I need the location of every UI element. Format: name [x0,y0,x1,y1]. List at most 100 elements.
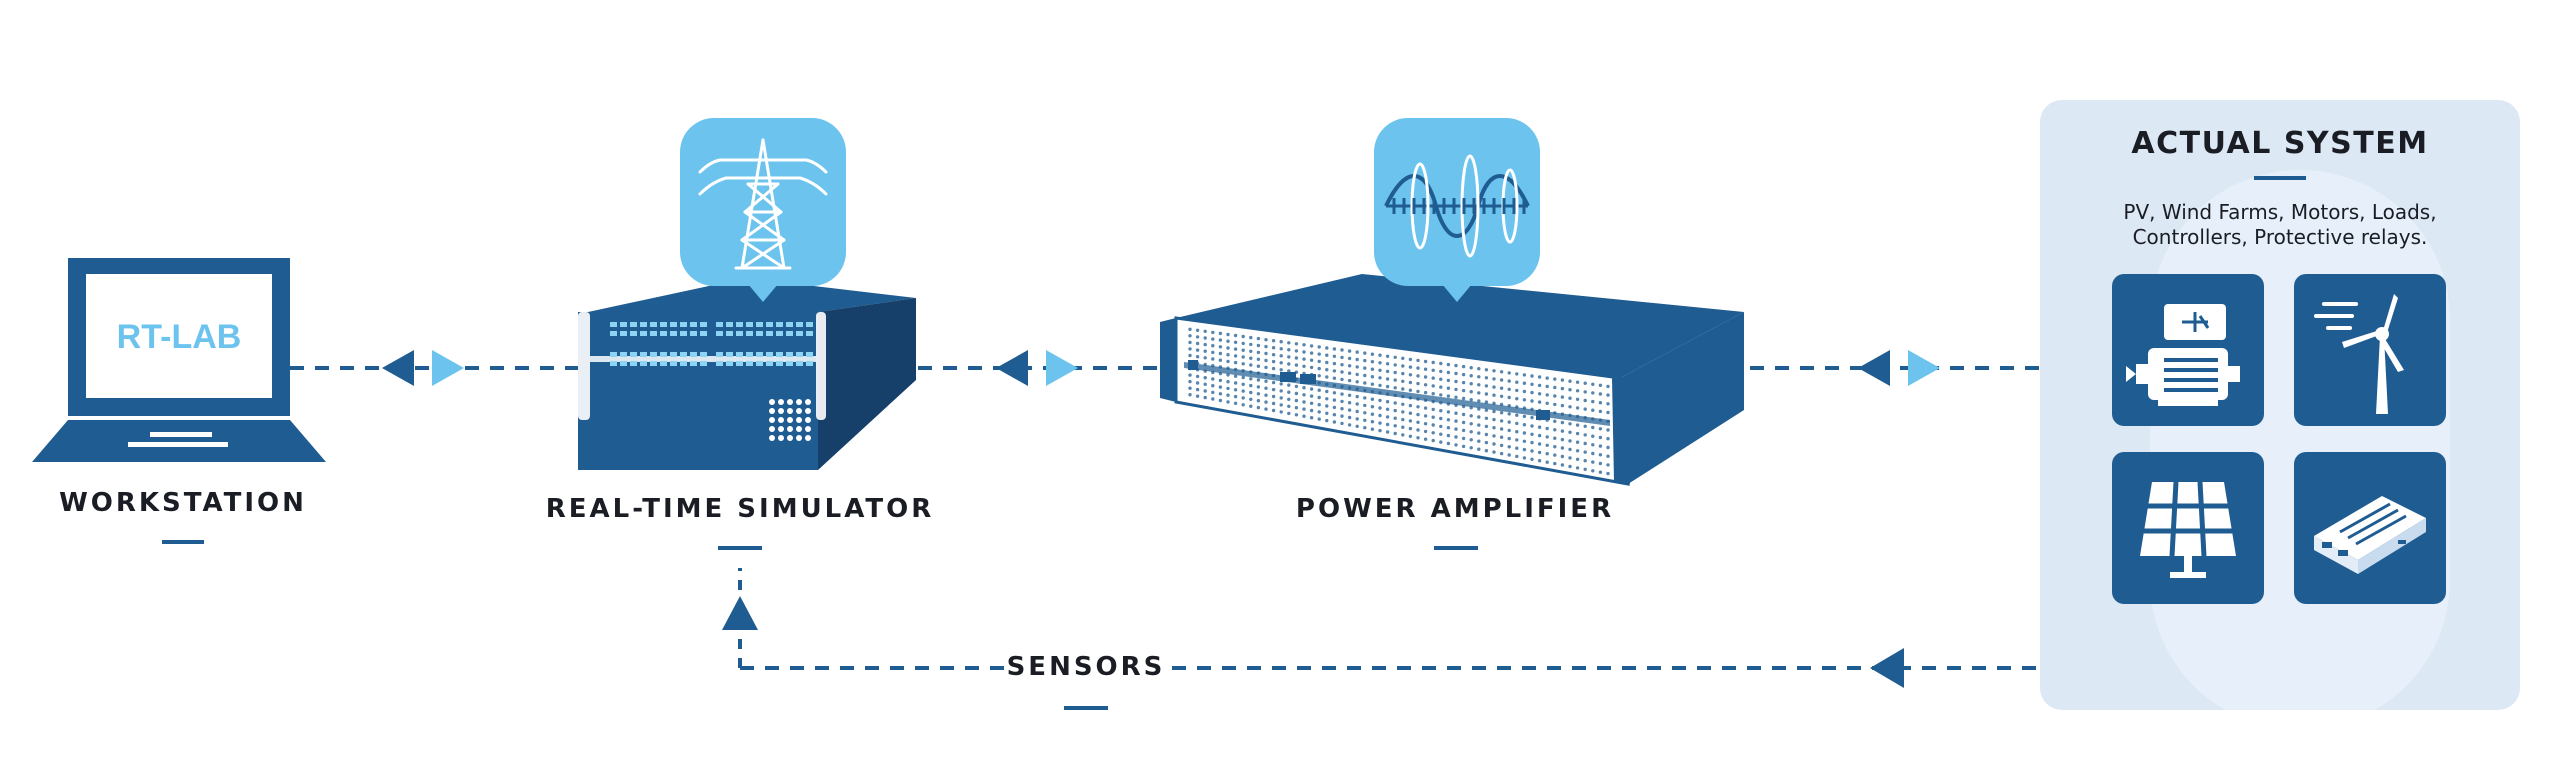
vent-dot [1294,363,1299,367]
vent-dot [1507,420,1511,424]
simulator-underline [718,546,762,550]
vent-dot [1363,396,1367,400]
vent-dot [1195,355,1200,359]
vent-dot [1492,369,1496,373]
vent-dot [1606,454,1610,458]
vent-dot [1416,358,1420,363]
vent-slot [716,331,723,336]
vent-dot [1431,431,1435,435]
vent-dot [1302,414,1306,418]
vent-dot [1423,437,1428,441]
panel-dot [769,408,775,414]
vent-dot [1553,445,1557,449]
vent-dot [1378,413,1382,418]
vent-dot [1423,406,1428,410]
vent-dot [1439,432,1443,436]
vent-dot [1309,408,1314,413]
vent-dot [1454,419,1458,423]
vent-dot [1317,388,1321,392]
vent-slot [736,322,743,327]
vent-dot [1309,365,1314,370]
simulator-dot-grid [769,399,811,441]
vent-slot [786,361,793,366]
vent-dot [1347,378,1352,383]
vent-dot [1507,395,1511,400]
vent-dot [1385,369,1390,374]
vent-dot [1515,397,1519,401]
vent-dot [1287,383,1291,387]
vent-dot [1499,419,1504,423]
amplifier-front-strip [1184,360,1610,426]
vent-dot [1492,409,1496,414]
vent-dot [1241,348,1245,352]
vent-dot [1211,350,1215,355]
vent-dot [1325,404,1329,408]
vent-dot [1469,438,1473,442]
motor-icon [2126,304,2240,406]
vent-dot [1226,346,1230,350]
vent-dot [1606,428,1610,432]
vent-dot [1423,429,1428,434]
vent-slot [620,352,627,357]
wind-turbine-tile [2294,274,2446,426]
vent-dot [1408,426,1413,431]
vent-dot [1264,386,1268,390]
panel-dot [787,435,793,441]
vent-dot [1393,424,1397,428]
vent-dot [1499,370,1504,374]
vent-dot [1287,397,1291,401]
vent-dot [1477,423,1481,427]
vent-dot [1309,387,1314,391]
vent-dot [1325,397,1329,401]
vent-dot [1469,446,1473,450]
vent-dot [1401,402,1405,406]
vent-dot [1591,391,1595,395]
vent-dot [1271,366,1276,371]
vent-dot [1492,385,1496,389]
vent-dot [1583,441,1587,446]
connector-amplifier-actual [1750,350,2040,386]
vent-dot [1340,370,1344,374]
wind-turbine-icon [2314,294,2404,414]
vent-dot [1545,452,1549,456]
vent-dot [1408,373,1413,377]
vent-dot [1446,433,1451,438]
arrow-up-icon [722,596,758,630]
vent-dot [1287,355,1291,359]
vent-dot [1393,370,1397,375]
vent-dot [1347,423,1352,427]
vent-dot [1606,410,1610,415]
vent-dot [1431,392,1435,396]
vent-dot [1568,439,1572,443]
arrow-right-icon [432,350,464,386]
vent-dot [1507,428,1511,433]
vent-slot [640,352,647,357]
vent-dot [1325,411,1329,415]
vent-dot [1515,380,1519,384]
vent-dot [1416,374,1420,378]
vent-dot [1347,393,1352,397]
vent-dot [1233,347,1238,351]
vent-dot [1522,447,1527,452]
vent-dot [1568,396,1572,400]
vent-dot [1233,381,1238,385]
vent-dot [1226,380,1230,384]
vent-slot [726,331,733,336]
vent-dot [1537,400,1542,404]
vent-dot [1287,369,1291,373]
vent-dot [1477,447,1481,451]
vent-dot [1332,420,1337,424]
vent-dot [1363,373,1367,378]
workstation-screen-text: RT-LAB [117,318,242,356]
vent-dot [1583,398,1587,403]
vent-dot [1188,393,1192,397]
vent-dot [1439,440,1443,444]
vent-dot [1606,384,1610,389]
panel-dot [796,408,802,414]
vent-dot [1271,401,1276,406]
vent-dot [1477,399,1481,403]
vent-dot [1249,383,1253,388]
vent-dot [1454,379,1458,384]
vent-dot [1363,381,1367,385]
vent-dot [1188,347,1192,351]
